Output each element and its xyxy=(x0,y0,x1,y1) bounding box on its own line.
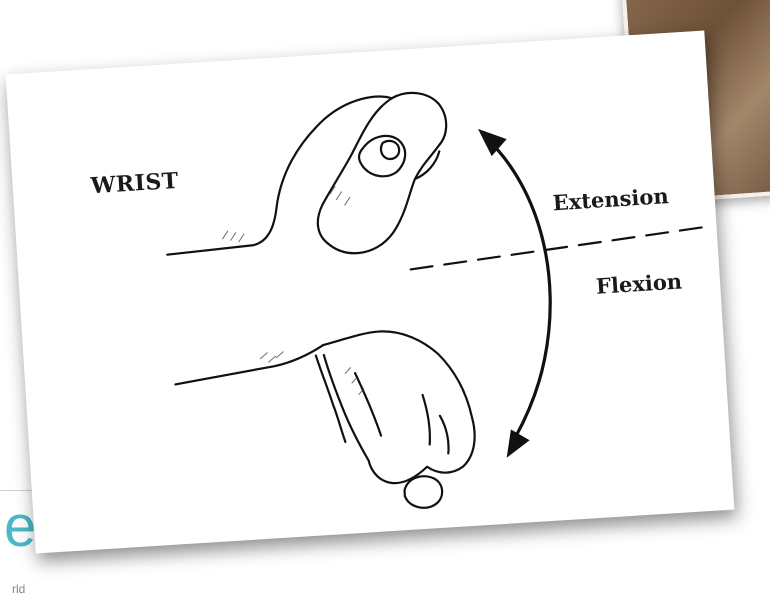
extended-thumb xyxy=(358,135,407,178)
flexed-knuckles xyxy=(316,354,345,443)
forearm-lower-edge xyxy=(174,345,326,384)
flexed-finger-lines xyxy=(355,368,449,459)
forearm-upper-edge xyxy=(158,96,401,255)
extended-hand xyxy=(310,91,454,256)
flexed-hand xyxy=(323,326,478,487)
diagram-card: WRIST Extension Flexion xyxy=(6,30,735,553)
logo-mark: e xyxy=(4,498,36,556)
logo-tagline: rld xyxy=(12,582,25,596)
extension-arrowhead xyxy=(478,127,508,157)
flexed-thumb xyxy=(404,475,443,509)
neutral-reference-line xyxy=(409,227,708,270)
range-of-motion-arc xyxy=(489,137,559,438)
extended-thumbnail xyxy=(380,140,399,159)
diagram-title: WRIST xyxy=(90,168,180,199)
